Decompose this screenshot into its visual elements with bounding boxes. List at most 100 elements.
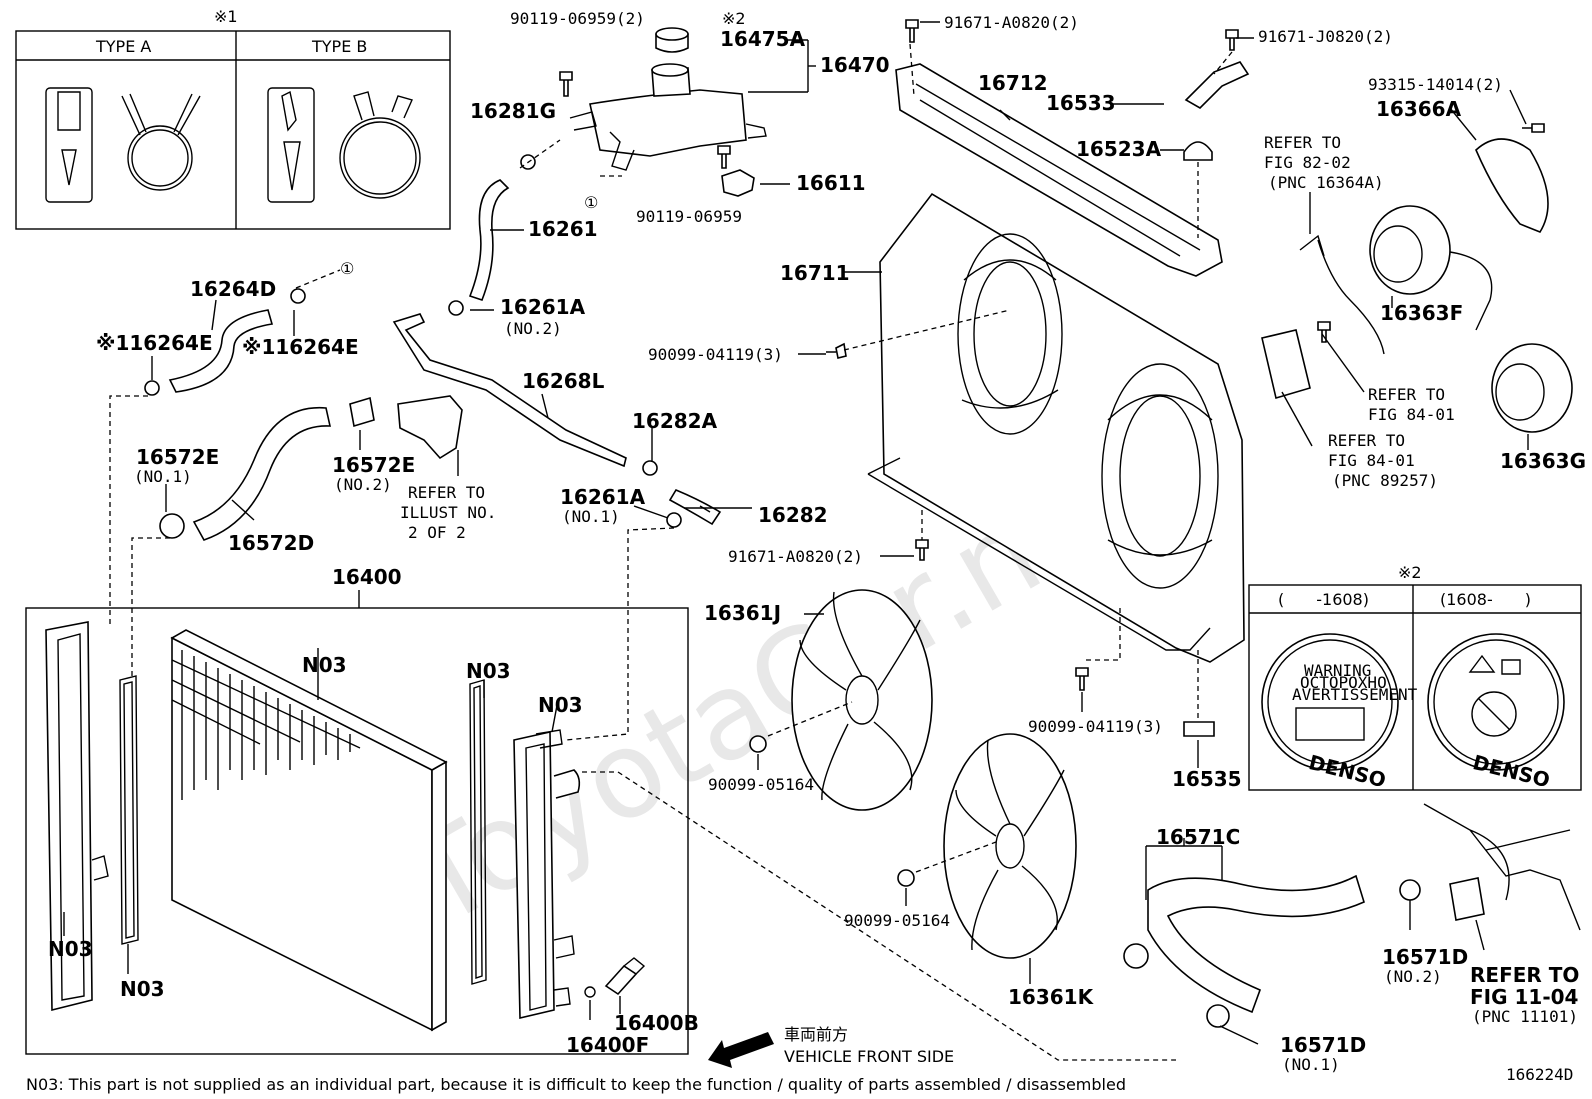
clamp-type-b-drawing (267, 87, 421, 203)
label-circle-1-b: ① (340, 259, 354, 278)
label-16366A: 16366A (1376, 97, 1462, 121)
label-16400B: 16400B (614, 1011, 699, 1035)
label-16363G: 16363G (1500, 449, 1586, 473)
label-16712: 16712 (978, 71, 1048, 95)
label-n03-gasket-l: N03 (120, 977, 165, 1001)
wire-harness (1299, 234, 1385, 355)
label-16572E-no2: 16572E (332, 453, 415, 477)
label-16400: 16400 (332, 565, 402, 589)
label-refer-82-02-1: REFER TO (1264, 133, 1341, 152)
label-16711: 16711 (780, 261, 850, 285)
nut-90099-05164-b (897, 869, 915, 887)
label-90099-05164-b: 90099-05164 (844, 911, 950, 930)
cushion-16523A (1183, 141, 1213, 161)
clamp-table-note-mark: ※1 (214, 7, 238, 26)
label-16261: 16261 (528, 217, 598, 241)
radiator-cap-table: ※2 ( -1608) (1608- ) WARNING OCTOPOXHO A… (1248, 563, 1582, 792)
label-n03-tank-r: N03 (538, 693, 583, 717)
label-refer-illust-3: 2 OF 2 (408, 523, 466, 542)
figure-number: 166224D (1506, 1065, 1573, 1084)
motor-cover-16366A (1475, 138, 1549, 233)
label-93315-14014-2: 93315-14014(2) (1368, 75, 1503, 94)
clamp-header-type-a: TYPE A (95, 37, 151, 56)
label-16264E-left: ※116264E (96, 331, 213, 355)
clamp-type-a-drawing (45, 87, 201, 203)
bracket-16611 (721, 169, 755, 197)
label-90119-06959-2: 90119-06959(2) (510, 9, 645, 28)
label-circle-1-a: ① (584, 193, 598, 212)
label-16611: 16611 (796, 171, 866, 195)
label-refer-11-04-2: FIG 11-04 (1470, 985, 1578, 1009)
label-16571D-no2-suffix: (NO.2) (1384, 967, 1442, 986)
label-91671-A0820-2-bot: 91671-A0820(2) (728, 547, 863, 566)
label-16470: 16470 (820, 53, 890, 77)
label-refer-82-02-2: FIG 82-02 (1264, 153, 1351, 172)
label-n03-tank-l: N03 (48, 937, 93, 961)
label-refer-84-01-b-2: FIG 84-01 (1328, 451, 1415, 470)
label-16572E-no2-suffix: (NO.2) (334, 475, 392, 494)
label-16535: 16535 (1172, 767, 1242, 791)
label-16571C: 16571C (1156, 825, 1240, 849)
motor-16363F (1369, 205, 1493, 331)
bolts (559, 19, 1545, 691)
reservoir-tank (569, 27, 767, 171)
label-16264E-right: ※116264E (242, 335, 359, 359)
direction-label-jp: 車両前方 (784, 1025, 848, 1044)
cap-avertissement-text: AVERTISSEMENT (1292, 685, 1418, 704)
label-refer-84-01-a-1: REFER TO (1368, 385, 1445, 404)
cap-header-before: ( -1608) (1278, 590, 1369, 609)
label-16282: 16282 (758, 503, 828, 527)
label-16572D: 16572D (228, 531, 314, 555)
engine-outline (1423, 803, 1581, 931)
label-refer-84-01-b-3: (PNC 89257) (1332, 471, 1438, 490)
label-16261A-no2: 16261A (500, 295, 586, 319)
label-16572E-no1-suffix: (NO.1) (134, 467, 192, 486)
part-labels: 90119-06959(2) ※2 16475A 16470 16281G 16… (48, 9, 1586, 1074)
radiator-support-16712 (895, 63, 1223, 277)
motor-16363G (1491, 343, 1573, 433)
label-refer-illust-1: REFER TO (408, 483, 485, 502)
cap-table-note-mark: ※2 (1398, 563, 1422, 582)
direction-label-en: VEHICLE FRONT SIDE (784, 1047, 954, 1066)
label-mark2-top: ※2 (722, 9, 746, 28)
label-refer-82-02-3: (PNC 16364A) (1268, 173, 1384, 192)
cap-header-after: (1608- ) (1440, 590, 1531, 609)
label-16361J: 16361J (704, 601, 781, 625)
label-16261A-no2-suffix: (NO.2) (504, 319, 562, 338)
hoses (168, 179, 1485, 1014)
cap-octopoxho-text: OCTOPOXHO (1300, 673, 1387, 692)
water-outlet (397, 395, 463, 460)
label-16261A-no1: 16261A (560, 485, 646, 509)
label-n03-core: N03 (302, 653, 347, 677)
resistor-module (1261, 329, 1311, 400)
label-16571D-no1-suffix: (NO.1) (1282, 1055, 1340, 1074)
radiator-assembly-box (25, 590, 689, 1055)
label-16400F: 16400F (566, 1033, 649, 1057)
label-refer-11-04-3: (PNC 11101) (1472, 1007, 1578, 1026)
label-90119-06959: 90119-06959 (636, 207, 742, 226)
label-16264D: 16264D (190, 277, 276, 301)
label-refer-84-01-a-2: FIG 84-01 (1368, 405, 1455, 424)
label-91671-J0820-2: 91671-J0820(2) (1258, 27, 1393, 46)
leader-lines (63, 21, 1529, 1061)
label-91671-A0820-2-top: 91671-A0820(2) (944, 13, 1079, 32)
label-n03-gasket-r: N03 (466, 659, 511, 683)
label-16261A-no1-suffix: (NO.1) (562, 507, 620, 526)
radiator-fins (171, 650, 361, 800)
label-16523A: 16523A (1076, 137, 1162, 161)
bracket-16533 (1184, 61, 1250, 109)
label-16268L: 16268L (522, 369, 605, 393)
label-16363F: 16363F (1380, 301, 1463, 325)
label-16281G: 16281G (470, 99, 556, 123)
clamps (144, 154, 1421, 1028)
cap-warning-text: WARNING (1304, 661, 1371, 680)
label-90099-04119-3-left: 90099-04119(3) (648, 345, 783, 364)
label-16571D-no1: 16571D (1280, 1033, 1366, 1057)
fan-16361K (943, 733, 1077, 959)
label-90099-05164-a: 90099-05164 (708, 775, 814, 794)
label-refer-84-01-b-1: REFER TO (1328, 431, 1405, 450)
fan-16361J (791, 589, 933, 811)
label-16475A: 16475A (720, 27, 806, 51)
front-direction-arrow (708, 1032, 774, 1068)
